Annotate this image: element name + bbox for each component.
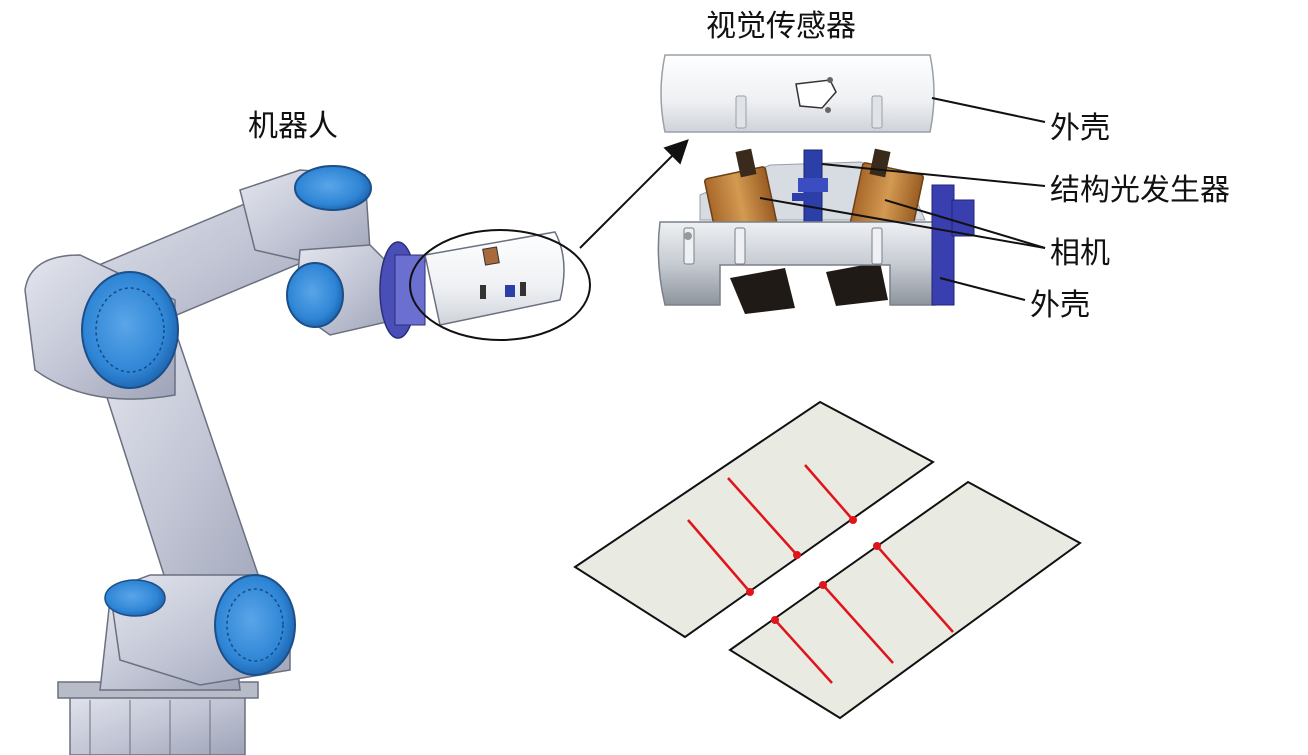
robot-arm	[24, 165, 565, 755]
mounted-sensor	[424, 231, 565, 326]
top-housing	[660, 54, 935, 133]
robot-base	[57, 681, 259, 755]
laser-line	[804, 464, 854, 521]
label-robot: 机器人	[248, 109, 338, 144]
laser-line	[774, 619, 833, 684]
seam-point	[746, 588, 754, 596]
tool-flange	[379, 241, 426, 339]
elbow-joint	[104, 574, 296, 686]
seam-point	[849, 516, 857, 524]
callout-ellipse	[409, 229, 591, 341]
label-vision-sensor: 视觉传感器	[706, 9, 856, 44]
bottom-housing	[657, 184, 975, 306]
plate-left	[573, 400, 935, 639]
laser-lines	[687, 464, 954, 684]
label-structured-light-generator: 结构光发生器	[1050, 173, 1230, 208]
shoulder-joint	[24, 254, 179, 400]
callout-arrow	[579, 139, 689, 249]
laser-line	[822, 584, 894, 664]
label-housing-top: 外壳	[1050, 111, 1110, 146]
seam-point	[771, 616, 779, 624]
seam-point	[873, 542, 881, 550]
seam-point	[819, 581, 827, 589]
label-housing-bottom: 外壳	[1030, 288, 1090, 323]
seam-point	[793, 551, 801, 559]
laser-line	[687, 519, 751, 593]
leader-lines	[759, 97, 1046, 301]
label-camera: 相机	[1050, 236, 1110, 271]
plate-right	[728, 480, 1082, 720]
laser-line	[727, 477, 798, 556]
wrist-joint-2	[286, 244, 396, 336]
seam-points	[746, 516, 881, 624]
workpiece-plates	[573, 400, 1082, 720]
vision-sensor-exploded	[657, 54, 975, 314]
laser-line	[876, 545, 954, 633]
